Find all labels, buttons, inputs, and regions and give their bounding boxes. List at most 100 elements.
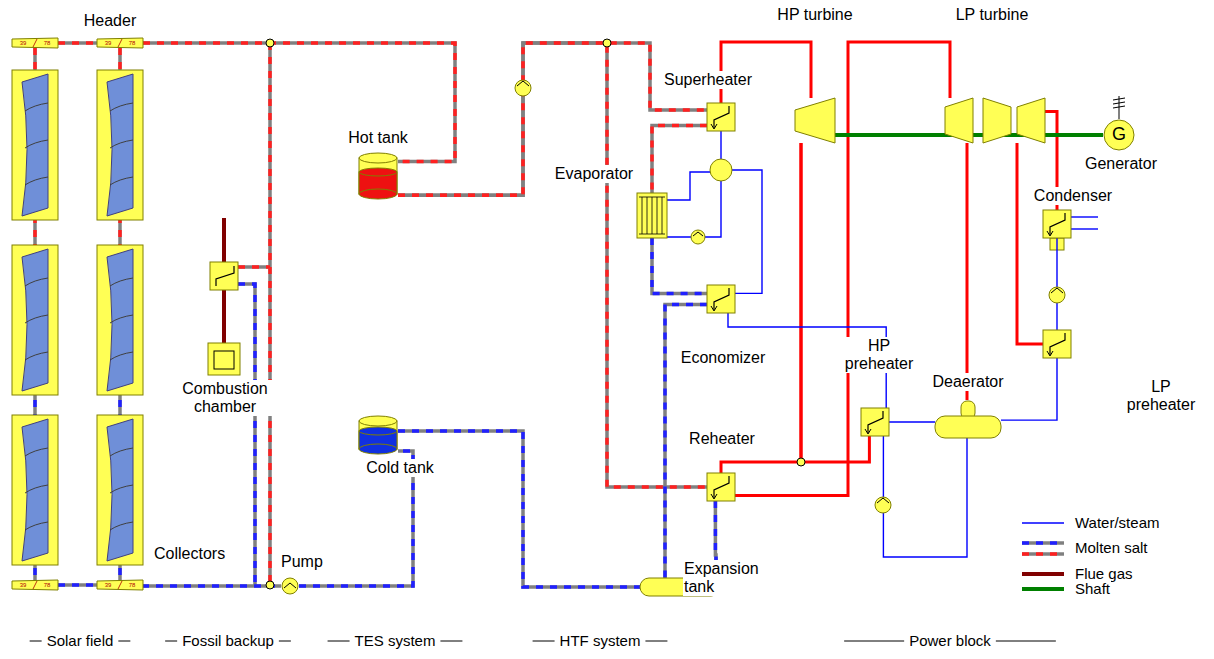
hp-turbine-shape [795,98,835,143]
cold-tank: Cold tank [358,415,398,455]
legend-samples [1022,523,1064,589]
component-label: HP turbine [776,6,853,24]
component-label: Hot tank [347,129,409,147]
superheater: Superheater [707,103,735,131]
pipe-line [398,43,707,487]
component-label: LP preheater [1119,378,1203,414]
pipe-line [801,143,869,462]
component-label: Pump [280,553,324,571]
component-label: Evaporator [554,165,634,183]
pipe-line [58,43,97,44]
section-label: Power block [908,632,992,650]
pipe-line [143,43,455,162]
component-label: 39 [105,39,112,47]
shaft-line [835,134,945,135]
component-label: Cold tank [365,459,435,477]
header-symbol: 39 78 [12,38,58,48]
combustion-chamber: Combustion chamber [208,343,240,375]
hot-tank: Hot tank [358,152,398,200]
pipe-line [652,238,707,293]
component-label: 39 [20,581,27,589]
junction-dots [266,39,805,589]
component-label: Deaerator [931,373,1004,391]
economizer: Economizer [707,285,735,313]
component-sublabel: 78 [44,39,51,47]
component-label: Reheater [688,430,756,448]
grid-connection [1113,96,1125,119]
lp-preheater: LP preheater [1043,330,1071,358]
component-label: Combustion chamber [174,380,276,416]
component-label: Economizer [680,349,766,367]
collector-panels [12,70,143,565]
component-label: Expansion tank [683,560,767,596]
header-symbol: 39 78 [97,580,143,590]
hp-preheater: HP preheater [861,408,889,436]
evaporator-shape [637,193,667,238]
part-label: Header [83,12,137,30]
component-label: HP preheater [837,337,921,373]
pipe-line [1057,238,1058,330]
pipe-line [1017,143,1043,344]
shaft-line [1045,134,1103,135]
component-label: 39 [20,39,27,47]
pipe-line [721,131,762,293]
combustion-chamber-shape [208,343,240,375]
hot-tank-shape [358,152,398,200]
component-sublabel: 78 [129,581,136,589]
pipe-line [58,585,97,586]
pipe-line [967,143,968,400]
generator: GGenerator [1103,119,1135,151]
pipe-line [398,43,707,195]
header-symbol-shape [12,38,58,48]
pump-symbol-shape [281,577,299,595]
heat-exchanger-symbol [210,262,238,290]
section-label: TES system [354,632,437,650]
condenser-shape [1043,210,1071,238]
deaerator: Deaerator [935,400,1001,438]
lp-turbine: LP turbine [945,98,1045,143]
cooling-water [1071,217,1098,229]
legend-label: Molten salt [1074,539,1149,557]
cold-tank-shape [358,415,398,455]
section-label: Solar field [46,632,115,650]
pipe-line [735,42,950,495]
lp-preheater-shape [1043,330,1071,358]
superheater-shape [707,103,735,131]
legend-label: Shaft [1074,580,1111,598]
component-sublabel: 78 [44,581,51,589]
header-symbol-shape [97,580,143,590]
hp-preheater-shape [861,408,889,436]
lp-turbine-shape [945,98,1045,143]
condenser: Condenser [1043,210,1071,238]
reheater: Reheater [707,473,735,501]
header-symbol: 39 78 [12,580,58,590]
pipe-line [398,431,640,587]
header-symbol-shape [12,580,58,590]
pipe-line [143,585,281,586]
component-sublabel: Generator [1084,155,1158,173]
hp-turbine: HP turbine [795,98,835,143]
fossil-backup-piping [224,43,270,585]
component-label: LP turbine [955,6,1030,24]
component-label: Superheater [663,71,753,89]
component-label: 39 [105,581,112,589]
component-label: G [1111,124,1127,145]
component-label: Condenser [1033,187,1113,205]
pipe-line [883,436,967,557]
reheater-shape [707,473,735,501]
economizer-shape [707,285,735,313]
part-label: Collectors [153,545,226,563]
evaporator-loop [667,172,721,237]
section-label: HTF system [559,632,642,650]
pump-symbol: Pump [281,577,299,595]
header-symbol-shape [97,38,143,48]
deaerator-shape [935,400,1001,438]
legend-label: Water/steam [1074,514,1160,532]
section-label: Fossil backup [181,632,275,650]
evaporator: Evaporator [637,193,667,238]
pipe-line [652,125,707,193]
expansion-tank: Expansion tank [640,578,720,596]
header-symbol: 39 78 [97,38,143,48]
component-sublabel: 78 [129,39,136,47]
